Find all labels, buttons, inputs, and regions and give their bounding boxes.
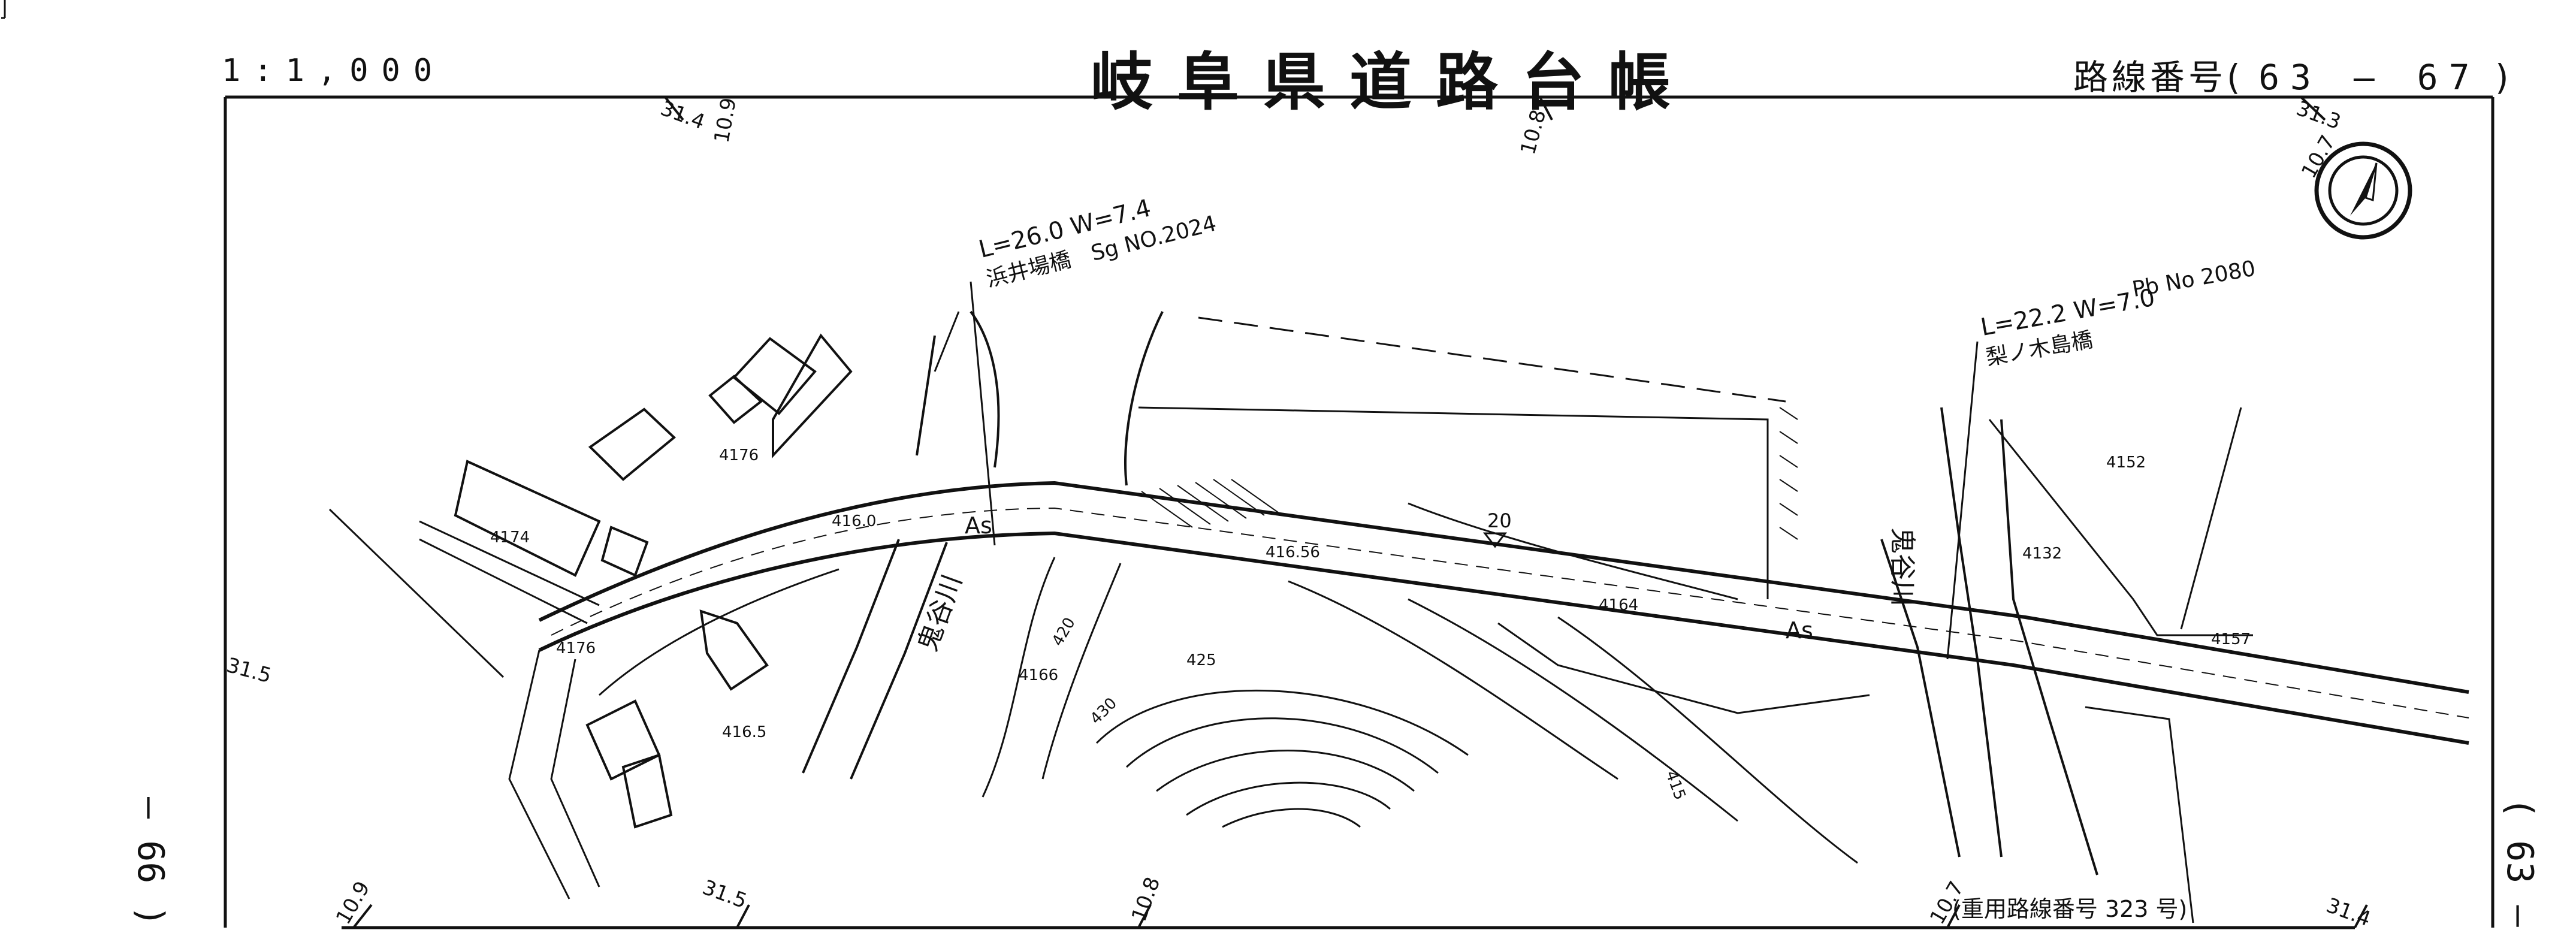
contour-label: 430	[1087, 695, 1121, 728]
grid-tick-label: 31.4	[2323, 893, 2374, 931]
contour-lines	[982, 557, 1858, 864]
grid-tick-label: 10.8	[1127, 874, 1165, 925]
station-marker: 20	[1482, 509, 1512, 548]
river-label: 鬼谷川	[1887, 527, 1917, 606]
elevation-label: 416.5	[722, 723, 766, 741]
station-number: 20	[1487, 509, 1512, 532]
elevation-label: 4152	[2106, 454, 2146, 472]
hatching	[1141, 407, 1798, 540]
contour-label: 420	[1049, 615, 1079, 650]
contour-label: 415	[1662, 768, 1689, 802]
elevation-label: 4176	[719, 446, 759, 464]
grid-tick-label: 10.9	[709, 96, 741, 144]
river-east	[1880, 407, 2098, 875]
bridge-code: Pb No 2080	[2130, 256, 2257, 303]
bridge-label-2: L=22.2 W=7.0 梨ノ木島橋 Pb No 2080	[1979, 256, 2257, 371]
grid-tick-labels: 31.4 10.9 10.8 31.3 10.7 31.5 10.9 31.5 …	[224, 96, 2374, 931]
route-close: )	[2495, 57, 2512, 98]
elevation-label: 4132	[2022, 545, 2062, 563]
route-label: 路線番号(	[2073, 57, 2244, 98]
buildings	[454, 333, 853, 829]
grid-tick-label: 31.5	[224, 653, 274, 688]
elevation-label: 4176	[556, 639, 596, 657]
map-frame	[224, 95, 2495, 929]
surface-label: As	[965, 512, 992, 539]
elevation-label: 4166	[1019, 666, 1058, 684]
bridge-label-1: L=26.0 W=7.4 浜井場橋 Sg NO.2024	[976, 194, 1219, 292]
grid-tick-label: 31.5	[699, 875, 750, 913]
main-road	[538, 481, 2469, 745]
contour-label: 425	[1186, 651, 1216, 669]
page-title: 岐阜県道路台帳	[1091, 45, 1695, 119]
elevation-label: 4164	[1599, 596, 1638, 614]
surface-label: As	[1786, 617, 1813, 644]
elevation-label: 4174	[490, 529, 530, 547]
grid-tick-label: 10.8	[1516, 107, 1551, 157]
elevation-label: 4157	[2211, 630, 2251, 648]
bridge-leaders	[970, 281, 1979, 660]
grid-tick-label: 31.3	[2293, 96, 2344, 134]
route-number: 路線番号( 63 — 67 )	[2073, 49, 2512, 99]
elevation-label: 416.0	[832, 512, 876, 530]
elevation-labels: 4176 4174 416.0 4176 416.5 4166 416.56 4…	[490, 446, 2251, 741]
north-arrow-icon	[2314, 141, 2412, 240]
river-west	[802, 335, 948, 780]
map-scale: 1:1,000	[222, 53, 446, 89]
embankments	[1138, 316, 2253, 923]
footer-note: (重用路線番号 323 号)	[1952, 896, 2187, 922]
grid-tick-marks	[352, 96, 2368, 929]
side-roads	[328, 310, 1164, 899]
elevation-label: 416.56	[1266, 544, 1320, 561]
route-number-value: 63 — 67	[2258, 57, 2481, 98]
grid-tick-label: 10.9	[331, 877, 375, 929]
grid-tick-label: 31.4	[657, 96, 708, 134]
